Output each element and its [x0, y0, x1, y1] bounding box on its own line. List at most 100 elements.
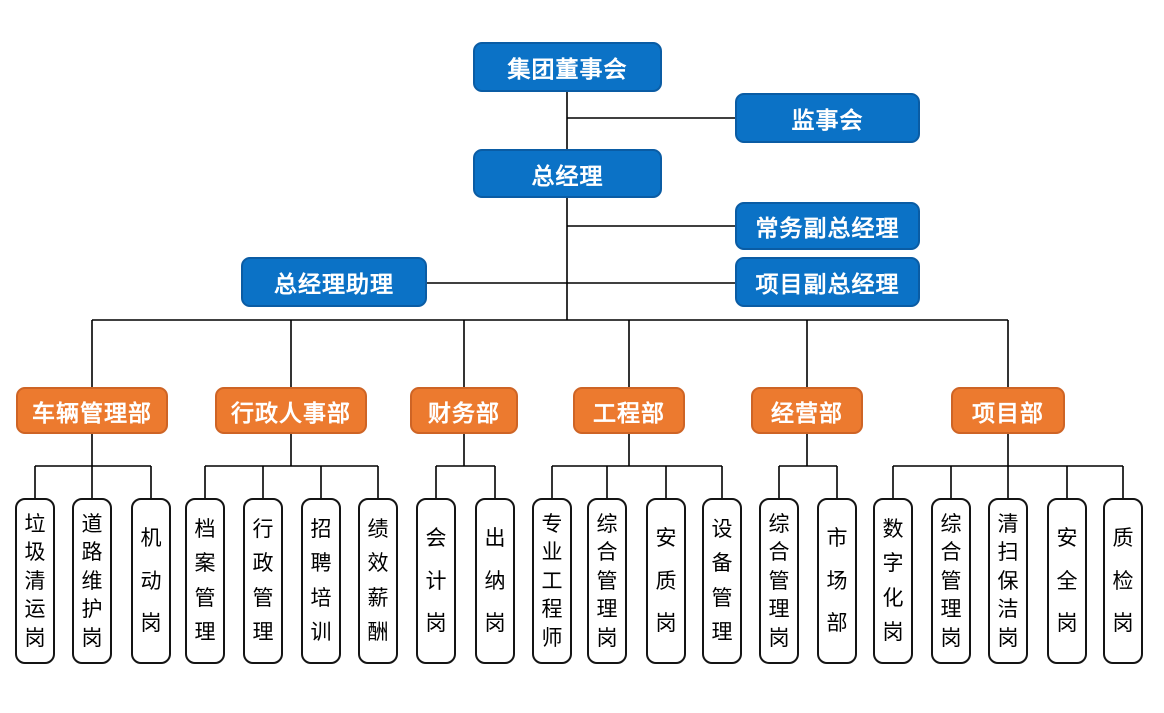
- position-box: 清扫保洁岗: [988, 498, 1028, 664]
- position-label-char: 行: [252, 518, 274, 542]
- position-label-char: 合: [596, 541, 618, 564]
- position-label-char: 设: [711, 518, 733, 542]
- position-label-char: 纳: [484, 569, 506, 593]
- department-label: 车辆管理部: [32, 399, 152, 426]
- position-box: 安全岗: [1047, 498, 1087, 664]
- position-label-char: 清: [997, 512, 1019, 536]
- position-label-char: 场: [826, 569, 848, 593]
- position-label-char: 绩: [367, 518, 389, 542]
- position-label-char: 岗: [1112, 612, 1134, 636]
- position-label-char: 薪: [367, 586, 389, 610]
- position-label-char: 岗: [24, 626, 46, 650]
- general-manager-label: 总经理: [531, 162, 604, 189]
- position-box: 招聘培训: [301, 498, 341, 664]
- department-box: 行政人事部: [215, 387, 367, 434]
- position-label-char: 酬: [367, 620, 389, 644]
- position-box: 综合管理岗: [587, 498, 627, 664]
- department-box: 工程部: [573, 387, 685, 434]
- position-box: 道路维护岗: [72, 498, 112, 664]
- position-label-char: 业: [541, 541, 563, 564]
- position-label-char: 岗: [1056, 612, 1078, 636]
- position-label-char: 管: [711, 586, 733, 610]
- position-label-char: 保: [997, 569, 1019, 593]
- general-manager-box: 总经理: [473, 149, 662, 198]
- position-label-char: 出: [484, 526, 506, 550]
- gm-assistant-label: 总经理助理: [274, 271, 394, 297]
- position-box: 垃圾清运岗: [15, 498, 55, 664]
- position-label-char: 岗: [768, 626, 790, 650]
- position-label-char: 岗: [140, 612, 162, 636]
- department-box: 经营部: [751, 387, 863, 434]
- position-label-char: 路: [81, 541, 103, 564]
- position-box: 质检岗: [1103, 498, 1143, 664]
- position-box: 综合管理岗: [931, 498, 971, 664]
- position-label-char: 管: [940, 569, 962, 593]
- position-label-char: 圾: [24, 541, 46, 564]
- department-box: 项目部: [951, 387, 1065, 434]
- position-label-char: 理: [768, 598, 790, 621]
- position-label-char: 护: [81, 598, 103, 621]
- position-box: 综合管理岗: [759, 498, 799, 664]
- position-label-char: 维: [81, 569, 103, 593]
- department-label: 项目部: [972, 399, 1044, 426]
- position-label-char: 市: [826, 526, 848, 550]
- position-label-char: 管: [768, 569, 790, 593]
- department-label: 行政人事部: [231, 399, 351, 426]
- position-label-char: 机: [140, 526, 162, 550]
- position-label-char: 理: [194, 620, 216, 644]
- position-label-char: 道: [81, 512, 103, 536]
- position-label-char: 案: [194, 552, 216, 576]
- position-label-char: 全: [1056, 569, 1078, 593]
- position-box: 数字化岗: [873, 498, 913, 664]
- position-label-char: 政: [252, 552, 274, 576]
- position-label-char: 师: [541, 626, 563, 650]
- position-label-char: 检: [1112, 569, 1134, 593]
- position-label-char: 管: [194, 586, 216, 610]
- position-label-char: 化: [882, 586, 904, 610]
- position-label-char: 训: [310, 620, 332, 644]
- position-label-char: 综: [940, 512, 962, 536]
- position-label-char: 岗: [425, 612, 447, 636]
- executive-deputy-gm-label: 常务副总经理: [755, 215, 900, 241]
- position-label-char: 会: [425, 526, 447, 550]
- position-label-char: 岗: [484, 612, 506, 636]
- executive-deputy-gm-box: 常务副总经理: [735, 202, 920, 250]
- position-label-char: 岗: [81, 626, 103, 650]
- position-label-char: 安: [1056, 526, 1078, 550]
- board-of-directors-box: 集团董事会: [473, 42, 662, 92]
- position-box: 专业工程师: [532, 498, 572, 664]
- position-box: 出纳岗: [475, 498, 515, 664]
- position-box: 绩效薪酬: [358, 498, 398, 664]
- position-box: 安质岗: [646, 498, 686, 664]
- position-label-char: 部: [826, 612, 848, 636]
- position-label-char: 理: [711, 620, 733, 644]
- position-label-char: 垃: [24, 512, 46, 536]
- position-label-char: 理: [596, 598, 618, 621]
- position-box: 机动岗: [131, 498, 171, 664]
- project-deputy-gm-box: 项目副总经理: [735, 257, 920, 307]
- position-label-char: 岗: [655, 612, 677, 636]
- department-label: 经营部: [771, 399, 843, 426]
- supervisory-board-box: 监事会: [735, 93, 920, 143]
- position-label-char: 质: [1112, 526, 1134, 550]
- position-label-char: 专: [541, 512, 563, 536]
- position-label-char: 清: [24, 569, 46, 593]
- position-box: 设备管理: [702, 498, 742, 664]
- position-label-char: 岗: [882, 620, 904, 644]
- position-label-char: 安: [655, 526, 677, 550]
- board-of-directors-label: 集团董事会: [507, 56, 628, 82]
- position-label-char: 岗: [596, 626, 618, 650]
- position-label-char: 综: [768, 512, 790, 536]
- department-label: 财务部: [428, 399, 500, 426]
- position-label-char: 数: [882, 518, 904, 542]
- position-label-char: 备: [711, 552, 733, 576]
- supervisory-board-label: 监事会: [791, 107, 864, 133]
- position-label-char: 管: [596, 569, 618, 593]
- position-label-char: 质: [655, 569, 677, 593]
- project-deputy-gm-label: 项目副总经理: [755, 271, 900, 297]
- position-label-char: 合: [940, 541, 962, 564]
- position-box: 市场部: [817, 498, 857, 664]
- position-label-char: 扫: [997, 541, 1019, 564]
- position-label-char: 效: [367, 552, 389, 576]
